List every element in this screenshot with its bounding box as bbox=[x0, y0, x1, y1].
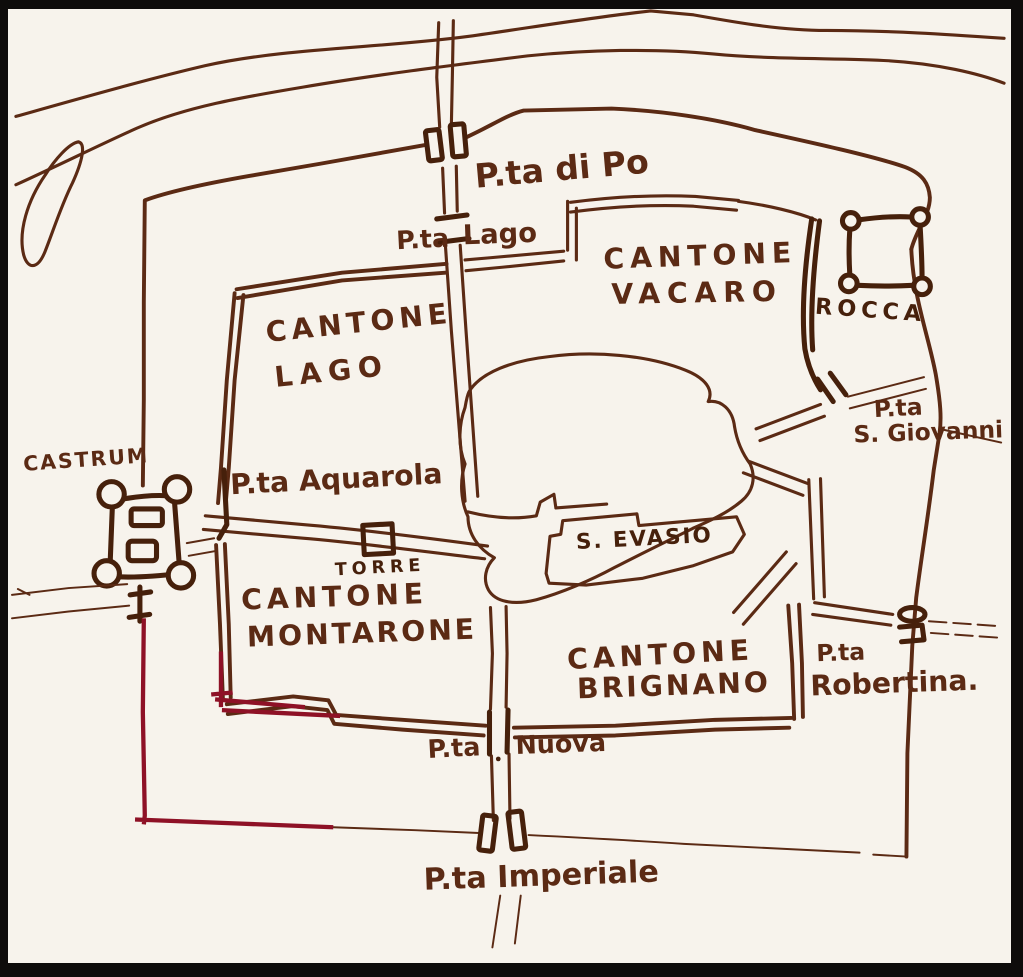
sgiovanni-exit-roads bbox=[846, 376, 1003, 444]
rocca-tower-se bbox=[911, 275, 933, 298]
sevasio-block-outline bbox=[544, 512, 746, 587]
rocca-tower-sw bbox=[837, 272, 860, 295]
city-walls bbox=[140, 106, 943, 859]
vacaro-walls bbox=[463, 194, 824, 393]
river bbox=[14, 9, 1006, 268]
lago-walls bbox=[216, 261, 449, 541]
south-road bbox=[332, 826, 908, 858]
castrum bbox=[11, 474, 218, 624]
nuova-gate-dot bbox=[495, 756, 501, 762]
porta-nuova bbox=[486, 707, 511, 762]
porta-robertina bbox=[897, 605, 1003, 645]
vacaro-east-wall bbox=[800, 216, 824, 393]
castrum-tower-sw bbox=[91, 558, 122, 589]
robertina-exit-road bbox=[927, 620, 1003, 639]
city-wall-north-west bbox=[140, 106, 932, 488]
castrum-tower-se bbox=[165, 560, 197, 591]
north-south-street bbox=[443, 243, 480, 503]
robertina-gate-icon bbox=[897, 605, 928, 624]
label-rocca: ROCCA bbox=[814, 294, 927, 328]
porta-s-giovanni bbox=[815, 370, 1003, 444]
vacaro-north-wall bbox=[463, 194, 818, 273]
sgiovanni-street bbox=[754, 402, 826, 443]
route-highlight bbox=[134, 618, 341, 830]
river-island bbox=[20, 140, 85, 268]
aquarola-gate-icon bbox=[216, 467, 230, 541]
label-pta-aquarola: P.ta Aquarola bbox=[229, 457, 443, 501]
label-pta-di-po: P.ta di Po bbox=[473, 142, 650, 196]
old-town-outline bbox=[458, 352, 755, 604]
old-town-inner-street bbox=[466, 492, 609, 520]
route-highlight-west bbox=[134, 618, 334, 830]
brignano-walls bbox=[786, 602, 805, 721]
label-pta-nuova-prefix: P.ta bbox=[427, 731, 481, 764]
castrum-inner-court-1 bbox=[128, 506, 165, 529]
aquarola-street bbox=[201, 514, 490, 561]
montarone-west-wall bbox=[214, 542, 233, 702]
lago-block-walls bbox=[216, 261, 449, 506]
castrum-inner-court-2 bbox=[125, 538, 160, 564]
old-town bbox=[458, 352, 755, 604]
imperiale-gate-left-tower bbox=[476, 812, 499, 854]
label-pta-lago: Lago bbox=[462, 218, 537, 252]
label-cantone-vacaro-1: CANTONE bbox=[603, 236, 798, 276]
label-pta-s-giovanni-prefix: P.ta bbox=[873, 393, 923, 424]
castrum-stem-crosses bbox=[126, 584, 154, 624]
castrum-tower-nw bbox=[96, 479, 127, 510]
imperiale-gate-right-tower bbox=[505, 808, 529, 852]
robertina-street bbox=[732, 459, 895, 627]
rocca-tower-ne bbox=[909, 206, 931, 228]
porta-imperiale bbox=[476, 808, 529, 949]
label-castrum: CASTRUM bbox=[22, 443, 150, 476]
streets bbox=[201, 243, 895, 822]
label-s-evasio: S. EVASIO bbox=[575, 523, 713, 555]
po-gate-left-tower bbox=[422, 127, 445, 164]
castrum-roads bbox=[11, 537, 218, 620]
label-pta-robertina-prefix: P.ta bbox=[816, 638, 866, 668]
po-gate-icon bbox=[422, 121, 469, 164]
label-cantone-brignano-2: BRIGNANO bbox=[576, 666, 771, 706]
label-torre: TORRE bbox=[334, 556, 425, 581]
robertina-gate-base bbox=[897, 622, 927, 645]
label-cantone-montarone-2: MONTARONE bbox=[246, 613, 477, 654]
rocca-fortress-icon bbox=[837, 206, 933, 298]
label-pta-s-giovanni: S. Giovanni bbox=[853, 415, 1004, 448]
castrum-tower-ne bbox=[161, 474, 193, 505]
label-cantone-lago-2: LAGO bbox=[273, 349, 390, 394]
city-wall-east bbox=[904, 247, 943, 859]
lago-gate-icon bbox=[434, 212, 472, 245]
sgiovanni-gate-icon bbox=[815, 370, 849, 405]
nuova-gate-icon bbox=[486, 707, 511, 757]
label-cantone-lago-1: CANTONE bbox=[264, 297, 453, 349]
label-cantone-montarone-1: CANTONE bbox=[241, 577, 429, 617]
rocca-walls bbox=[846, 214, 925, 289]
brignano-east-wall bbox=[786, 602, 805, 721]
label-pta-imperiale: P.ta Imperiale bbox=[423, 855, 659, 898]
south-street bbox=[488, 605, 509, 711]
label-pta-nuova: Nuova bbox=[515, 727, 606, 760]
imperiale-south-roads bbox=[491, 894, 522, 949]
rocca-tower-nw bbox=[839, 210, 862, 232]
torre-tower-icon bbox=[360, 521, 397, 558]
po-gate-right-tower bbox=[447, 121, 469, 160]
label-cantone-vacaro-2: VACARO bbox=[611, 275, 783, 311]
label-pta-lago-prefix: P.ta bbox=[395, 222, 449, 255]
imperiale-gate-icon bbox=[476, 808, 529, 854]
nuova-imperiale-street bbox=[489, 752, 512, 822]
river-banks bbox=[14, 9, 1006, 187]
po-road bbox=[435, 19, 459, 215]
route-highlight-montarone-corner bbox=[210, 651, 341, 719]
label-pta-robertina: Robertina. bbox=[810, 664, 979, 703]
hand-drawn-city-map: P.ta di Po P.ta Lago CANTONE VACARO ROCC… bbox=[11, 9, 1006, 949]
porta-di-po bbox=[422, 19, 472, 245]
